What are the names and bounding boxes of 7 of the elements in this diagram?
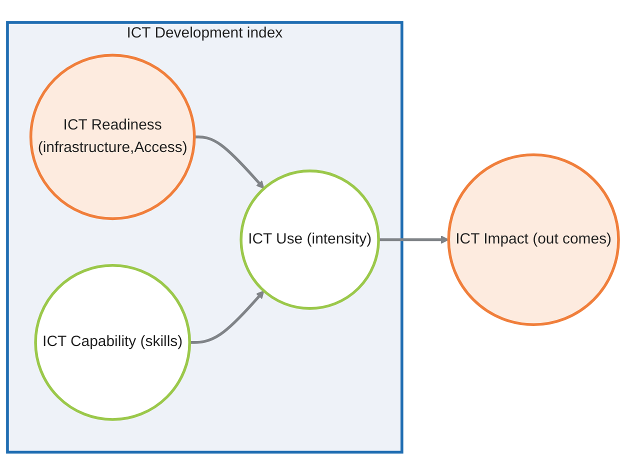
- node-circle: ICT Readiness (infrastructure,Access): [29, 54, 196, 220]
- arrow: [378, 236, 449, 244]
- node-circle: ICT Capability (skills): [34, 264, 192, 422]
- node-circle: ICT Impact (out comes): [447, 154, 620, 326]
- arrow: [194, 136, 264, 190]
- node-circle: ICT Use (intensity): [240, 170, 380, 310]
- arrow: [190, 290, 264, 344]
